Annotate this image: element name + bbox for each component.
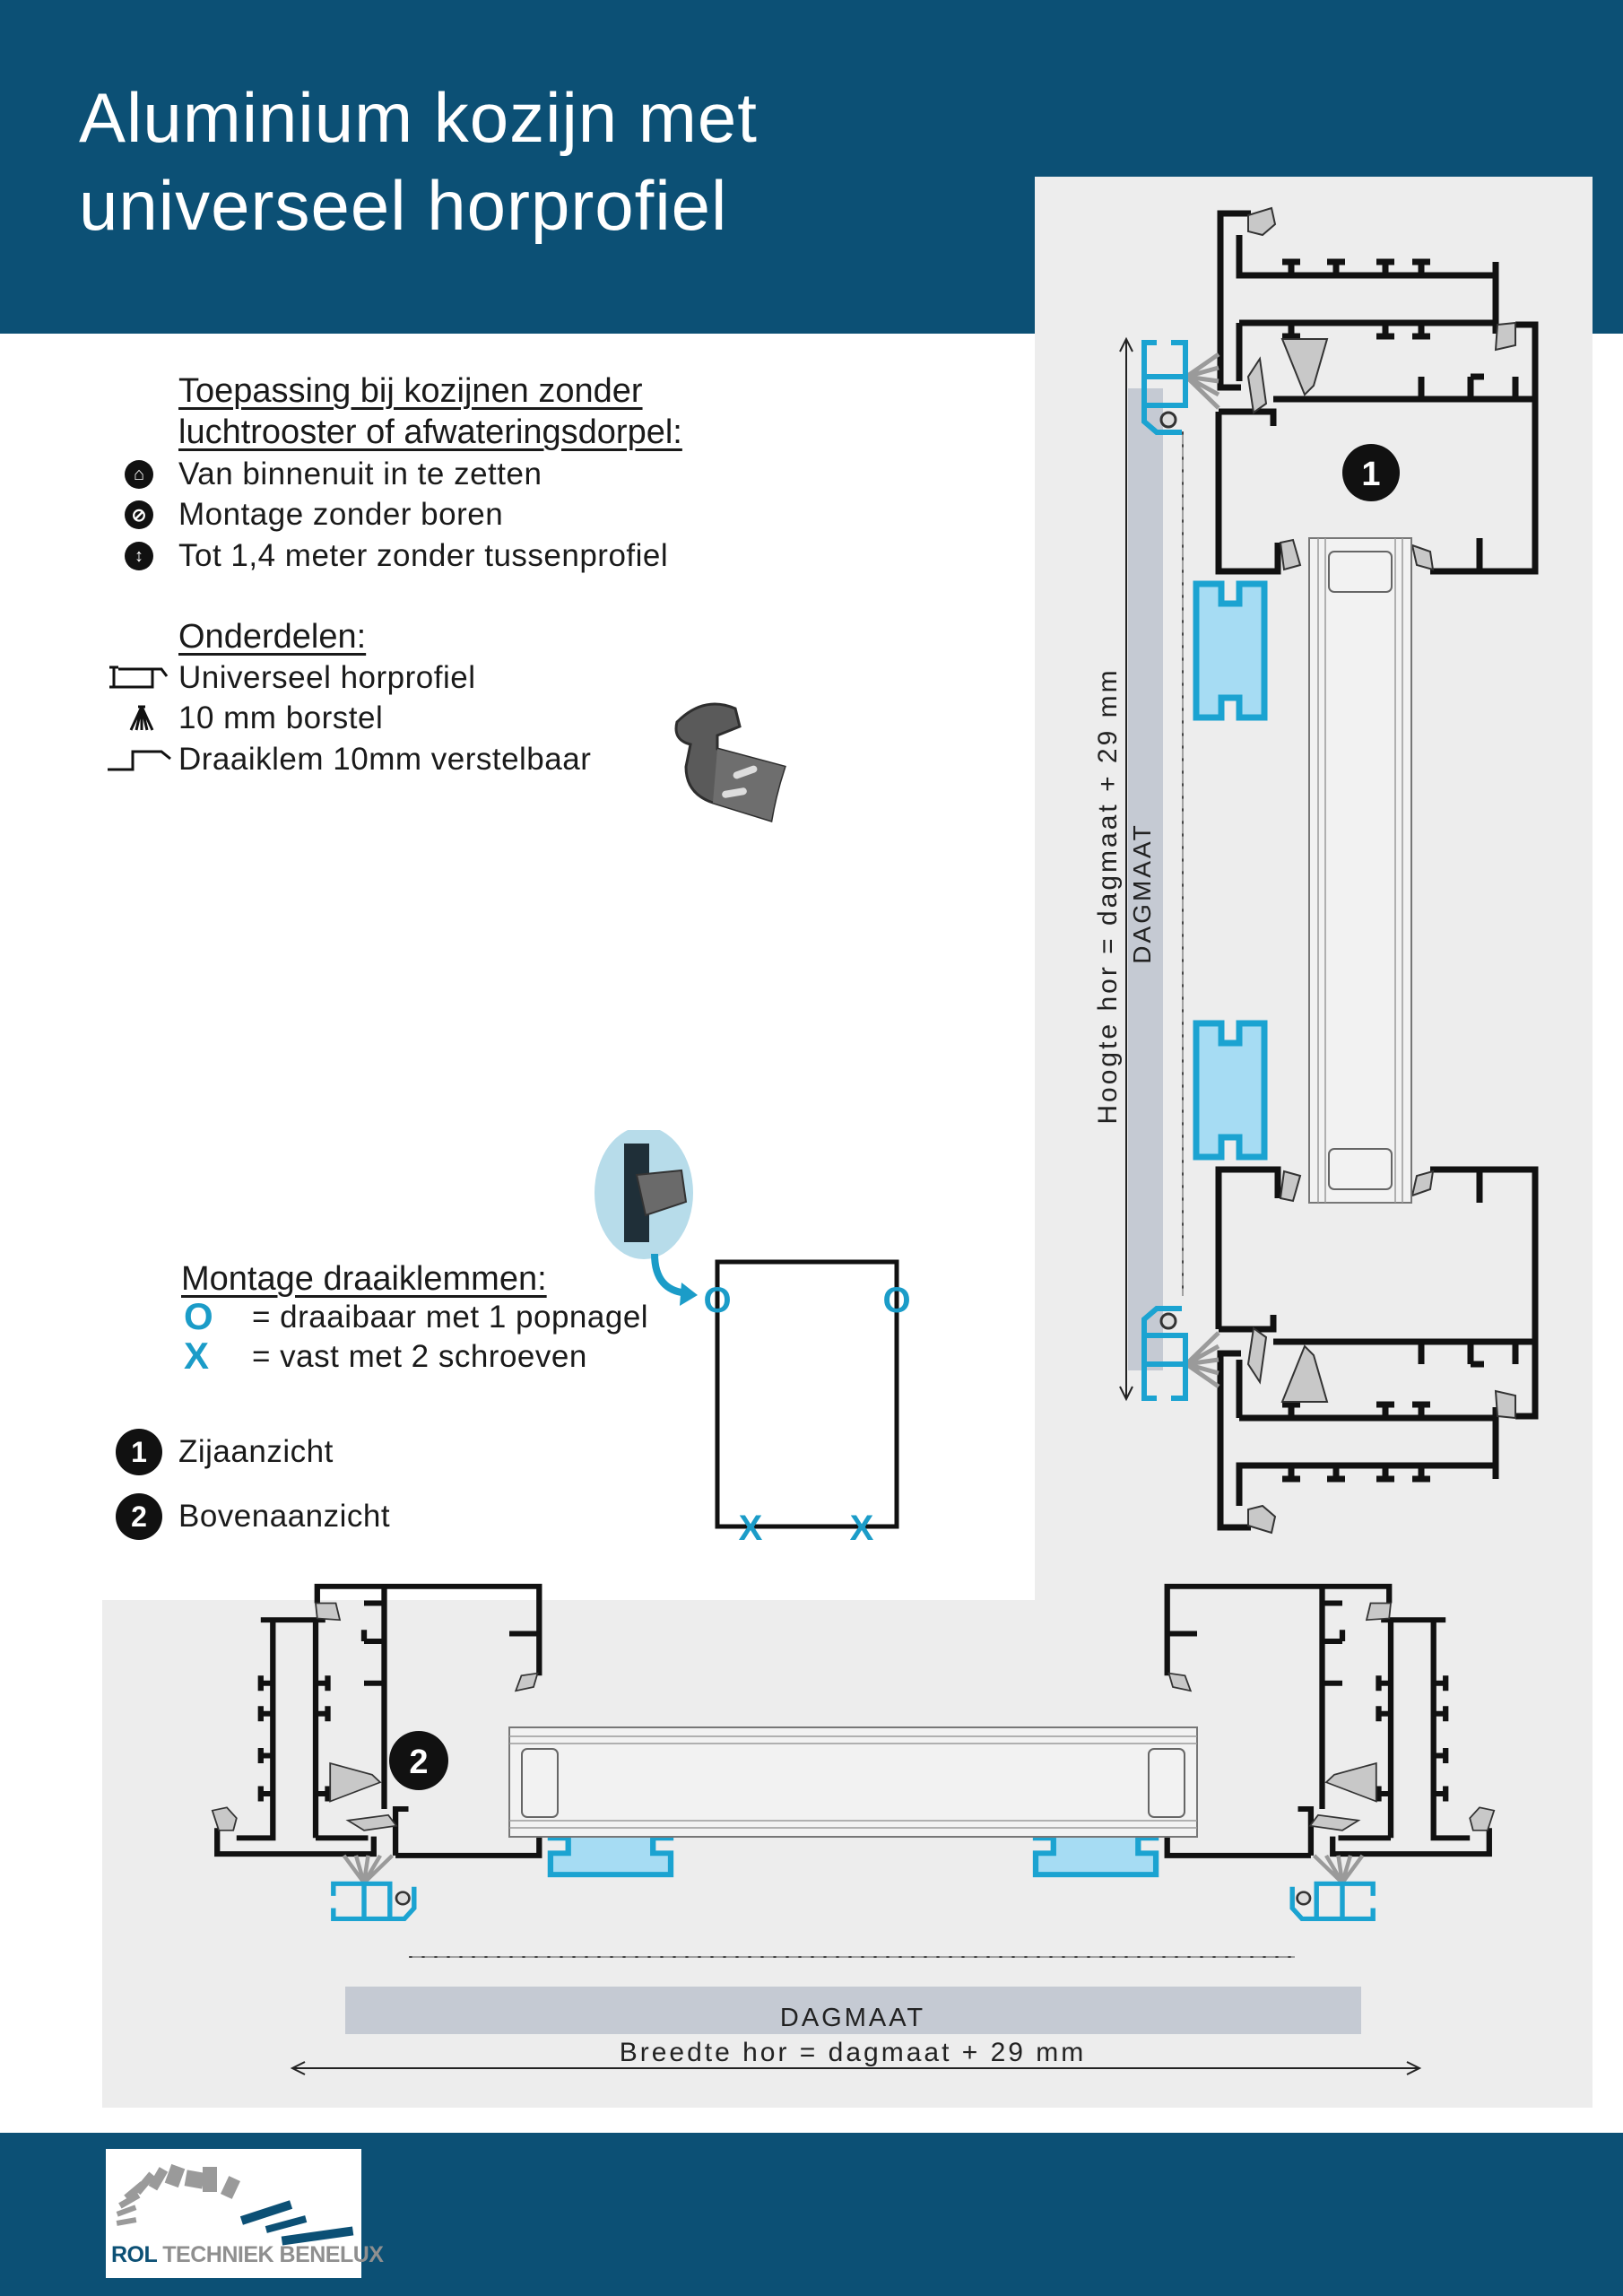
parts-heading: Onderdelen: xyxy=(178,618,367,656)
vertical-arrow-icon: ↕ xyxy=(125,542,153,570)
top-view-badge xyxy=(389,1731,448,1790)
pivot-marker: O xyxy=(882,1281,910,1320)
arrow-head xyxy=(680,1283,698,1306)
clamp-photo xyxy=(674,702,786,822)
fixed-marker: X xyxy=(739,1509,763,1548)
side-view-drawing: 1 Hoogte hor = dagmaat + 29 mm DAGMAAT xyxy=(1093,208,1535,1533)
pivot-symbol: O xyxy=(184,1295,213,1337)
logo-text-secondary: TECHNIEK BENELUX xyxy=(162,2242,384,2267)
page-title: Aluminium kozijn met universeel horprofi… xyxy=(79,74,758,249)
pivot-legend-label: = draaibaar met 1 popnagel xyxy=(252,1300,649,1335)
top-view-drawing: 2 DAGMAAT Breedte hor = dagmaat + 29 mm xyxy=(213,1587,1494,2075)
arrowheads xyxy=(1119,336,1133,1402)
fixed-legend-label: = vast met 2 schroeven xyxy=(252,1339,587,1374)
top-view-badge-number: 2 xyxy=(409,1744,428,1781)
width-dimension-label: Breedte hor = dagmaat + 29 mm xyxy=(620,2038,1087,2067)
glass-pane-side xyxy=(1308,537,1412,1204)
logo-text: ROL TECHNIEK BENELUX xyxy=(111,2242,384,2268)
profile-icon xyxy=(109,665,169,689)
clamp-icon xyxy=(108,750,171,771)
title-line-2: universeel horprofiel xyxy=(79,166,728,245)
height-dimension-label: Hoogte hor = dagmaat + 29 mm xyxy=(1093,667,1123,1124)
side-view-badge-number: 1 xyxy=(1361,456,1380,493)
mounting-diagram: O O X X xyxy=(595,1130,911,1548)
fixed-symbol: X xyxy=(184,1335,210,1377)
clamp-detail xyxy=(635,1169,688,1217)
logo-mark xyxy=(116,2163,354,2246)
no-drill-icon: ⊘ xyxy=(125,500,153,529)
view-badge-1: 1 xyxy=(116,1429,162,1475)
view-label-side: Zijaanzicht xyxy=(178,1434,334,1469)
side-view-badge xyxy=(1342,444,1400,501)
view-label-top: Bovenaanzicht xyxy=(178,1499,391,1534)
arrowheads xyxy=(290,2061,1422,2075)
dagmaat-bar xyxy=(345,1987,1361,2034)
brush-icon xyxy=(129,705,154,731)
top-dagmaat-label: DAGMAAT xyxy=(780,2004,925,2032)
application-heading-1: Toepassing bij kozijnen zonder xyxy=(178,372,643,410)
dagmaat-bar xyxy=(1128,388,1163,1370)
glass-pane-top xyxy=(508,1726,1198,1838)
feature-label: Montage zonder boren xyxy=(178,497,504,532)
company-logo: ROL TECHNIEK BENELUX xyxy=(106,2149,384,2278)
screen-frame-outline xyxy=(715,1259,899,1529)
feature-label: Van binnenuit in te zetten xyxy=(178,457,542,491)
application-heading-2: luchtrooster of afwateringsdorpel: xyxy=(178,413,682,451)
title-line-1: Aluminium kozijn met xyxy=(79,78,758,157)
part-label: Draaiklem 10mm verstelbaar xyxy=(178,742,592,777)
part-label: Universeel horprofiel xyxy=(178,660,476,695)
house-icon: ⌂ xyxy=(125,460,153,489)
side-dagmaat-label: DAGMAAT xyxy=(1128,822,1156,963)
feature-label: Tot 1,4 meter zonder tussenprofiel xyxy=(178,538,669,573)
mounting-heading: Montage draaiklemmen: xyxy=(181,1260,547,1298)
part-label: 10 mm borstel xyxy=(178,700,384,735)
pivot-marker: O xyxy=(703,1281,731,1320)
logo-text-primary: ROL xyxy=(111,2242,157,2267)
view-badge-2: 2 xyxy=(116,1493,162,1540)
fixed-marker: X xyxy=(850,1509,874,1548)
